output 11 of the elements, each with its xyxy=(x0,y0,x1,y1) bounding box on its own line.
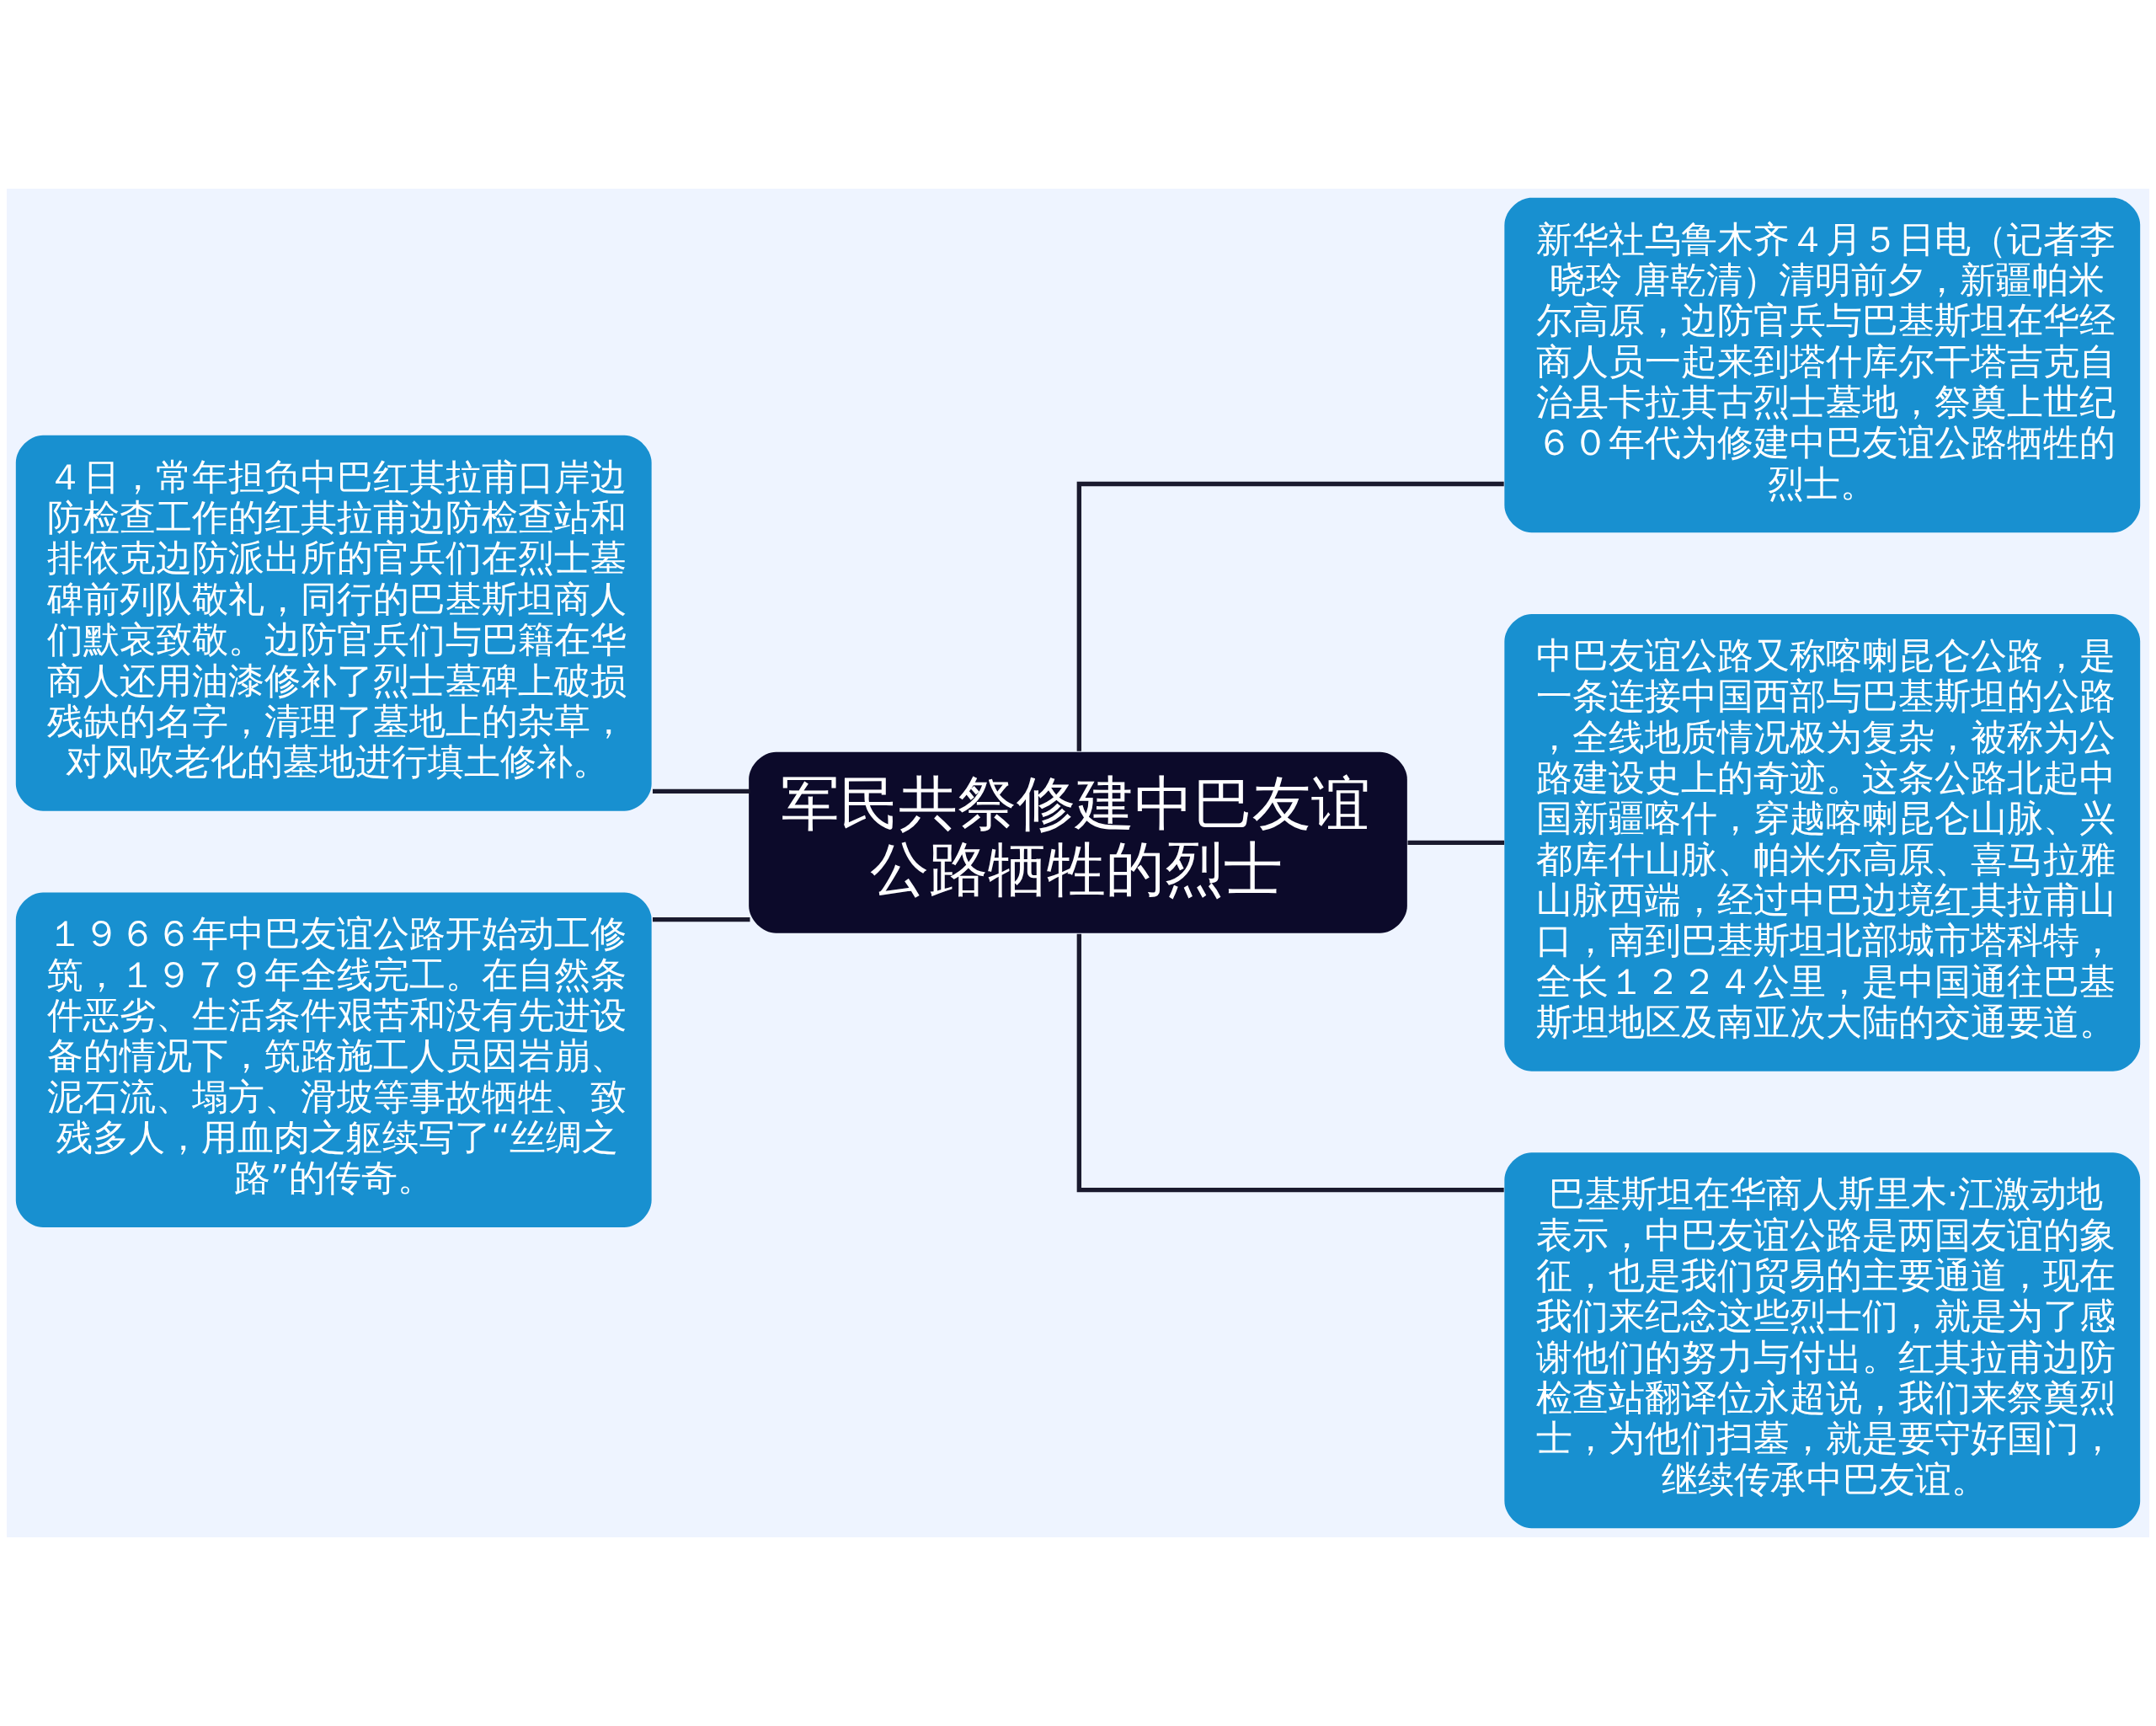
node-box: 新华社乌鲁木齐４月５日电（记者李晓玲 唐乾清）清明前夕，新疆帕米尔高原，边防官兵与巴基斯坦在华经商人员一起来到塔什库尔干塔吉克自治县卡拉其古烈士墓地，祭奠上世纪６０年代为修建中巴友谊公路牺牲的烈士。 xyxy=(1504,197,2141,533)
node-box: 中巴友谊公路又称喀喇昆仑公路，是一条连接中国西部与巴基斯坦的公路，全线地质情况极为复杂，被称为公路建设史上的奇迹。这条公路北起中国新疆喀什，穿越喀喇昆仑山脉、兴都库什山脉、帕米尔高原、喜马拉雅山脉西端，经过中巴边境红其拉甫山口，南到巴基斯坦北部城市塔科特，全长１２２４公里，是中国通往巴基斯坦地区及南亚次大陆的交通要道。 xyxy=(1504,614,2141,1071)
connector xyxy=(653,916,750,922)
connector xyxy=(653,788,750,794)
connector xyxy=(1076,481,1504,751)
node-box: 巴基斯坦在华商人斯里木·江激动地表示，中巴友谊公路是两国友谊的象征，也是我们贸易的主要通道，现在我们来纪念这些烈士们，就是为了感谢他们的努力与付出。红其拉甫边防检查站翻译位永超说，我们来祭奠烈士，为他们扫墓，就是要守好国门，继续传承中巴友谊。 xyxy=(1504,1152,2141,1529)
node-box: 军民共祭修建中巴友谊公路牺牲的烈士 xyxy=(749,751,1407,933)
node-box: ４日，常年担负中巴红其拉甫口岸边防检查工作的红其拉甫边防检查站和排依克边防派出所的官兵们在烈士墓碑前列队敬礼，同行的巴基斯坦商人们默哀致敬。边防官兵们与巴籍在华商人还用油漆修补了烈士墓碑上破损残缺的名字，清理了墓地上的杂草，对风吹老化的墓地进行填土修补。 xyxy=(15,435,652,811)
connector xyxy=(1407,840,1505,845)
connector xyxy=(1076,933,1504,1193)
node-box: １９６６年中巴友谊公路开始动工修筑，１９７９年全线完工。在自然条件恶劣、生活条件艰苦和没有先进设备的情况下，筑路施工人员因岩崩、泥石流、塌方、滑坡等事故牺牲、致残多人，用血肉之躯续写了“丝绸之路”的传奇。 xyxy=(15,892,652,1227)
